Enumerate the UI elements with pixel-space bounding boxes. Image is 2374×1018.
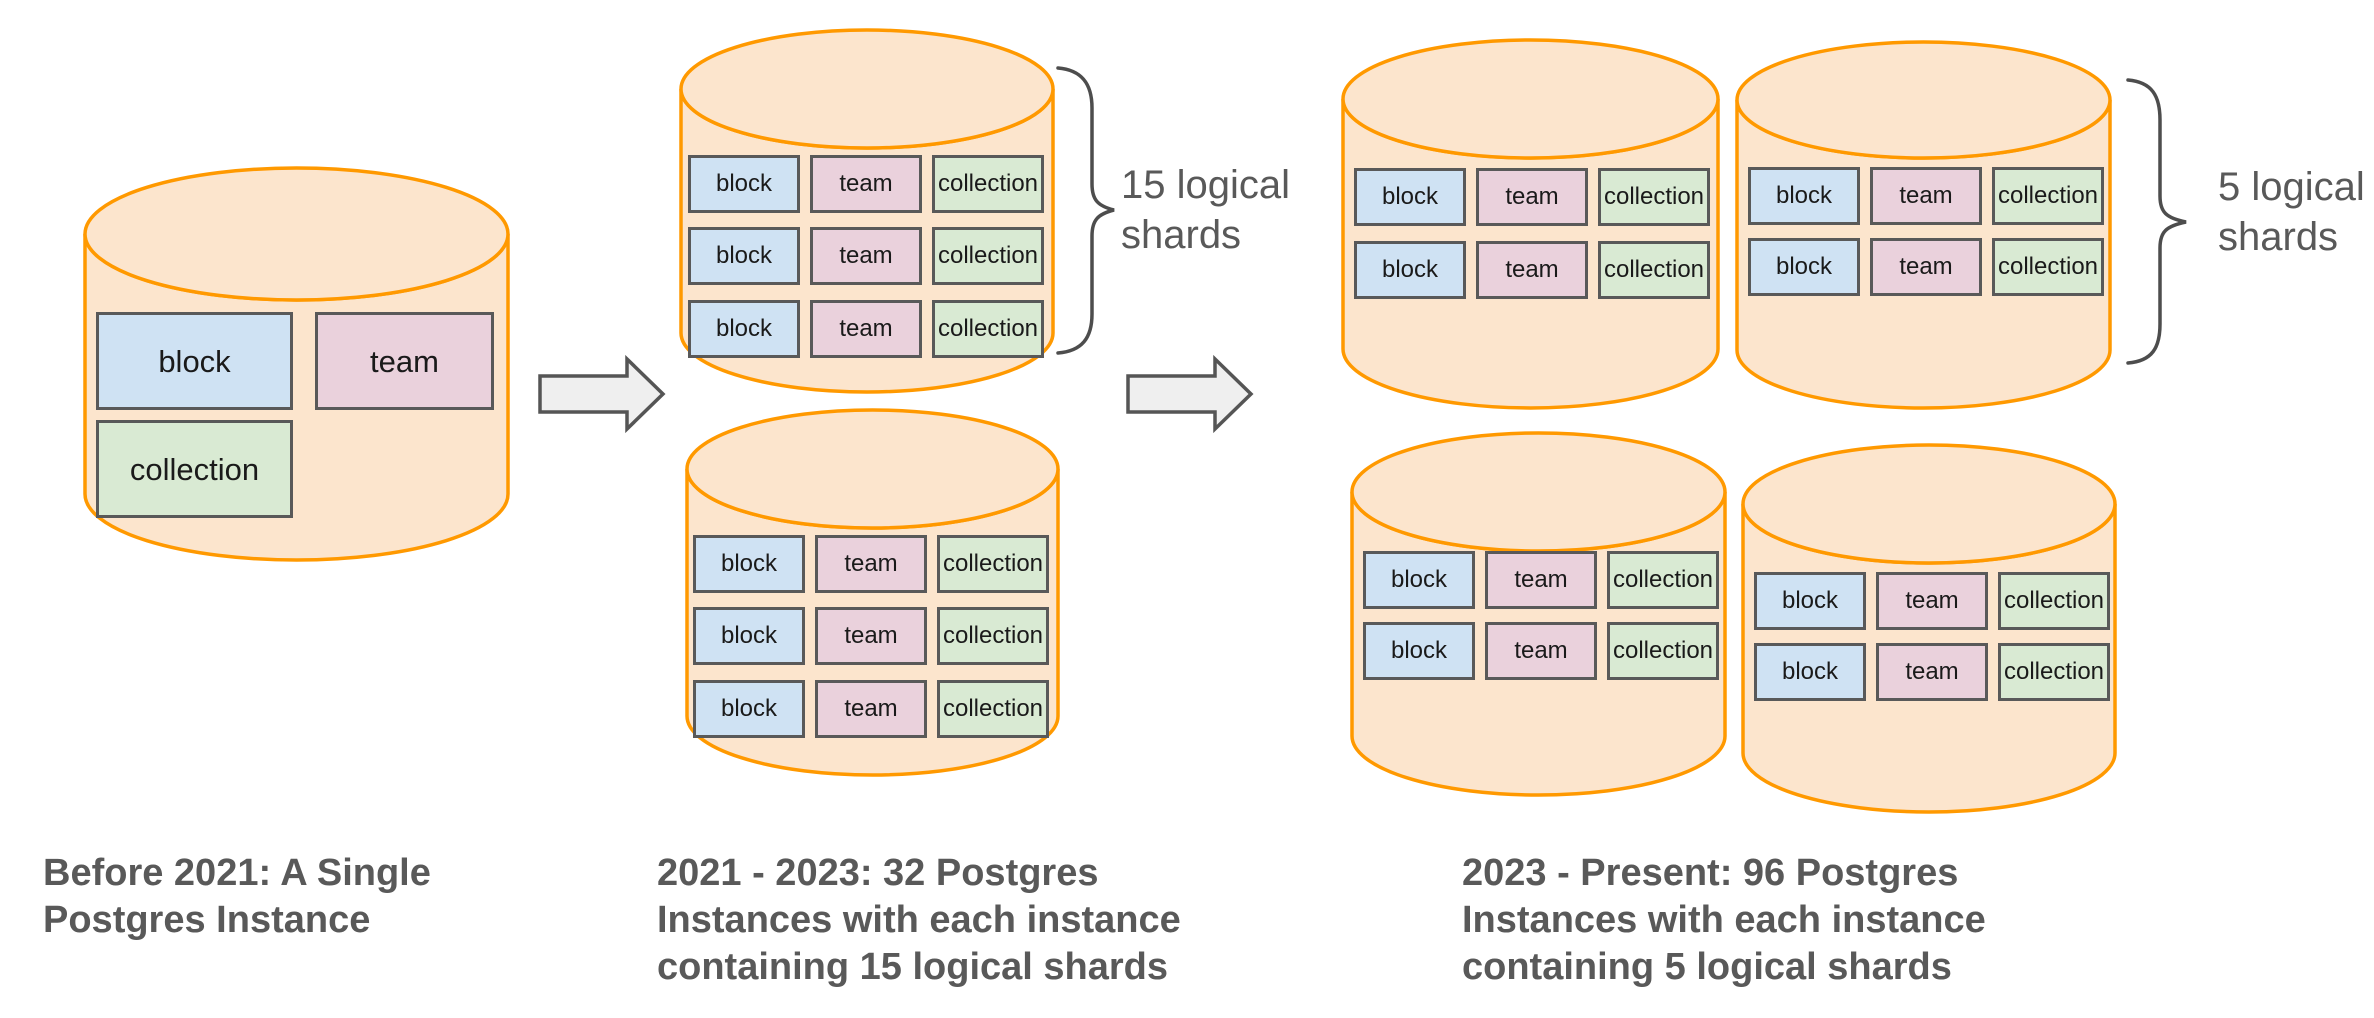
postgres-instance-cylinder-top: [1341, 38, 1720, 160]
stage3-caption: 2023 - Present: 96 Postgres Instances wi…: [1462, 850, 1986, 991]
table-box-team: team: [1476, 168, 1588, 226]
table-box-collection: collection: [1607, 622, 1719, 680]
table-box-team: team: [1876, 572, 1988, 630]
table-box-team: team: [1876, 643, 1988, 701]
stage3-shard-count-label: 5 logical shards: [2218, 162, 2365, 262]
table-box-block: block: [1363, 551, 1475, 609]
table-box-collection: collection: [932, 300, 1044, 358]
table-box-block: block: [688, 227, 800, 285]
shard-label-line: shards: [1121, 213, 1242, 257]
shard-label-line: shards: [2218, 215, 2339, 259]
table-box-team: team: [1870, 238, 1982, 296]
table-box-team: team: [810, 300, 922, 358]
table-box-block: block: [1748, 167, 1860, 225]
postgres-instance-cylinder-top: [83, 166, 510, 302]
table-box-block: block: [693, 535, 805, 593]
table-box-team: team: [815, 607, 927, 665]
table-box-team: team: [1870, 167, 1982, 225]
caption-line: 2021 - 2023: 32 Postgres: [657, 852, 1099, 894]
shard-label-line: 15 logical: [1121, 163, 1291, 207]
table-box-block: block: [1754, 643, 1866, 701]
table-box-block: block: [1363, 622, 1475, 680]
stage-transition-arrow-icon: [538, 354, 666, 434]
table-box-block: block: [1754, 572, 1866, 630]
table-box-block: block: [1354, 241, 1466, 299]
table-box-collection: collection: [1598, 241, 1710, 299]
table-box-team: team: [1485, 622, 1597, 680]
table-box-collection: collection: [932, 227, 1044, 285]
postgres-instance-cylinder-top: [679, 28, 1055, 150]
caption-line: Instances with each instance: [1462, 899, 1986, 941]
table-box-collection: collection: [1992, 167, 2104, 225]
table-box-collection: collection: [1998, 572, 2110, 630]
table-box-team: team: [1476, 241, 1588, 299]
caption-line: Postgres Instance: [43, 899, 371, 941]
table-box-block: block: [1748, 238, 1860, 296]
table-box-team: team: [315, 312, 494, 410]
table-box-block: block: [693, 607, 805, 665]
table-box-block: block: [688, 300, 800, 358]
table-box-collection: collection: [1992, 238, 2104, 296]
shard-count-brace-icon: [2126, 78, 2187, 365]
shard-label-line: 5 logical: [2218, 165, 2365, 209]
table-box-block: block: [688, 155, 800, 213]
table-box-collection: collection: [1998, 643, 2110, 701]
shard-count-brace-icon: [1056, 66, 1115, 355]
table-box-team: team: [1485, 551, 1597, 609]
table-box-collection: collection: [1607, 551, 1719, 609]
stage2-shard-count-label: 15 logical shards: [1121, 160, 1290, 260]
table-box-block: block: [693, 680, 805, 738]
table-box-team: team: [815, 680, 927, 738]
table-box-collection: collection: [937, 607, 1049, 665]
caption-line: Instances with each instance: [657, 899, 1181, 941]
postgres-instance-cylinder-top: [685, 408, 1060, 530]
stage1-caption: Before 2021: A Single Postgres Instance: [43, 850, 431, 944]
table-box-collection: collection: [1598, 168, 1710, 226]
caption-line: 2023 - Present: 96 Postgres: [1462, 852, 1959, 894]
table-box-collection: collection: [937, 535, 1049, 593]
caption-line: containing 15 logical shards: [657, 946, 1169, 988]
postgres-instance-cylinder-top: [1735, 40, 2112, 160]
table-box-team: team: [810, 155, 922, 213]
table-box-block: block: [1354, 168, 1466, 226]
table-box-collection: collection: [932, 155, 1044, 213]
table-box-collection: collection: [937, 680, 1049, 738]
stage-transition-arrow-icon: [1126, 354, 1254, 434]
table-box-team: team: [810, 227, 922, 285]
stage2-caption: 2021 - 2023: 32 Postgres Instances with …: [657, 850, 1181, 991]
caption-line: Before 2021: A Single: [43, 852, 431, 894]
table-box-team: team: [815, 535, 927, 593]
postgres-instance-cylinder-top: [1350, 431, 1727, 553]
table-box-collection: collection: [96, 420, 293, 518]
caption-line: containing 5 logical shards: [1462, 946, 1952, 988]
postgres-instance-cylinder-top: [1741, 443, 2117, 565]
table-box-block: block: [96, 312, 293, 410]
